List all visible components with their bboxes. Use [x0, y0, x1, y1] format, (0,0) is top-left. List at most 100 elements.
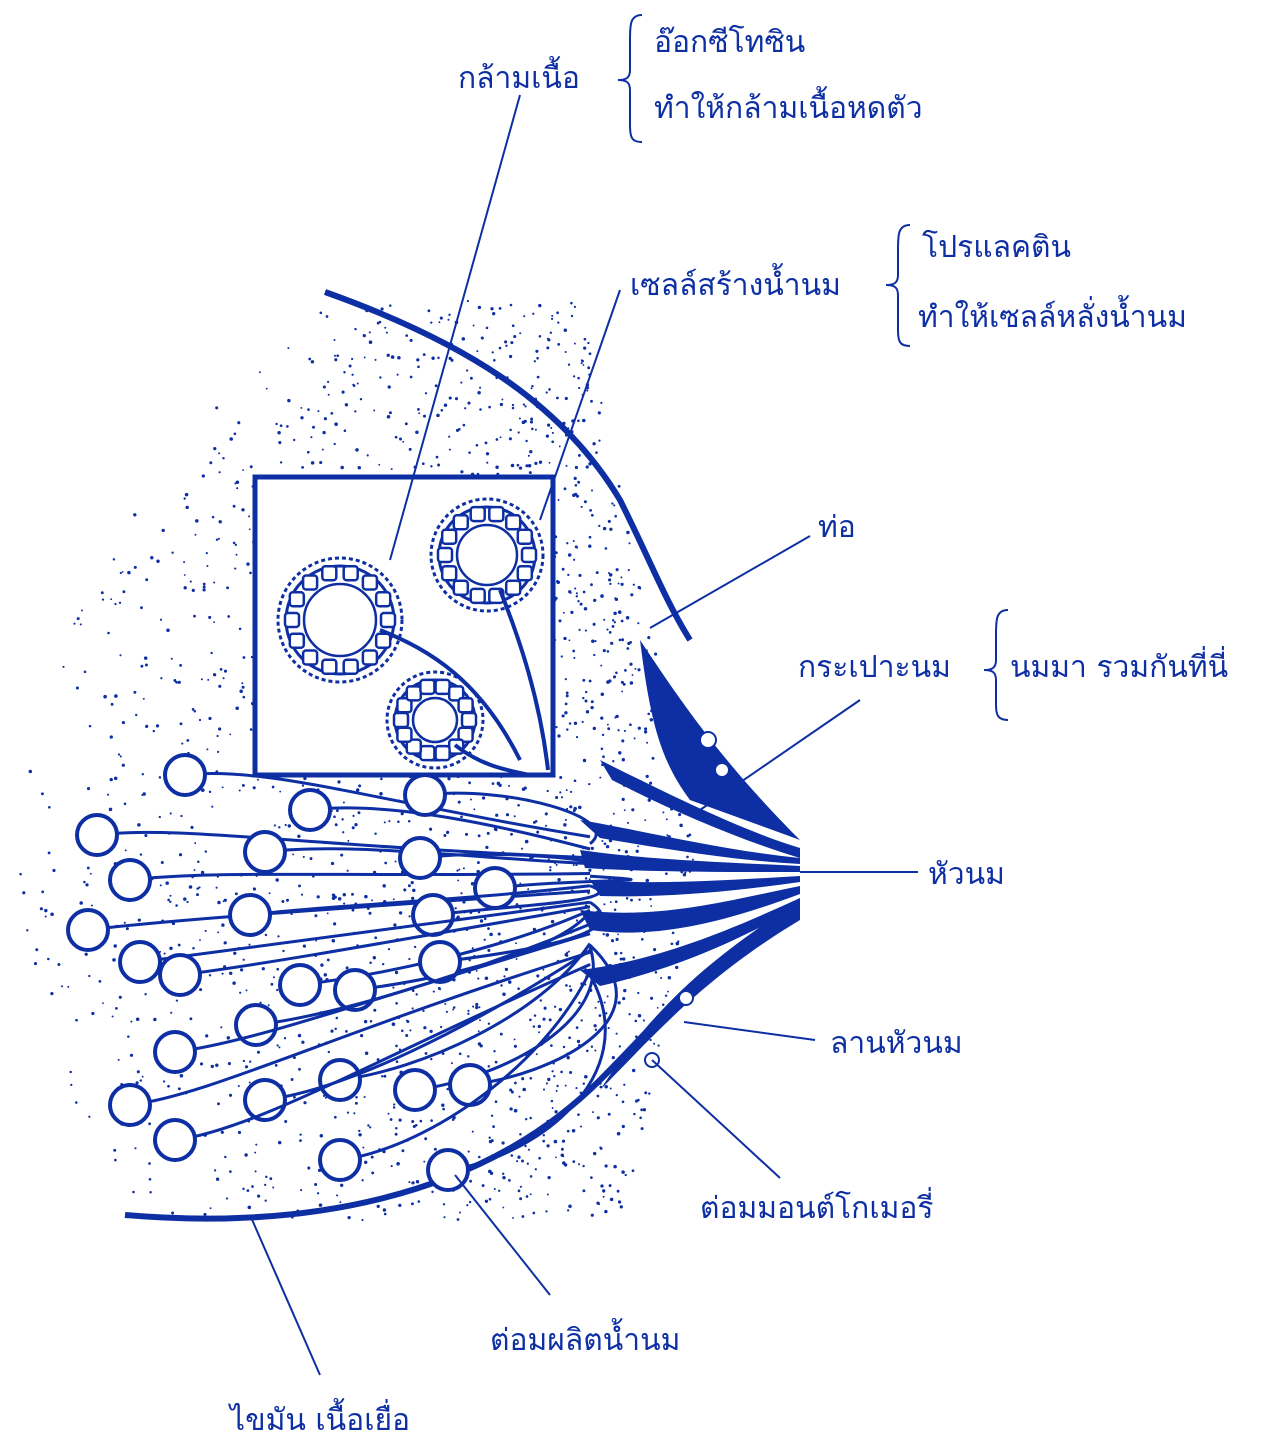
stipple-dot — [297, 835, 300, 838]
stipple-dot — [612, 1056, 615, 1059]
stipple-dot — [409, 448, 412, 451]
stipple-dot — [317, 895, 320, 898]
stipple-dot — [550, 427, 552, 429]
stipple-dot — [44, 909, 47, 912]
stipple-dot — [344, 429, 347, 432]
stipple-dot — [610, 1198, 614, 1202]
stipple-dot — [610, 642, 613, 645]
stipple-dot — [199, 988, 202, 991]
stipple-dot — [217, 901, 221, 905]
stipple-dot — [119, 996, 122, 999]
stipple-dot — [255, 1170, 257, 1172]
stipple-dot — [561, 655, 563, 657]
stipple-dot — [171, 1212, 174, 1215]
stipple-dot — [226, 586, 229, 589]
stipple-dot — [547, 1078, 550, 1081]
alveolus-lumen — [304, 584, 376, 656]
stipple-dot — [606, 629, 608, 631]
stipple-dot — [307, 408, 310, 411]
stipple-dot — [625, 850, 628, 853]
stipple-dot — [509, 1107, 512, 1110]
lobule — [413, 895, 453, 935]
stipple-dot — [615, 715, 618, 718]
stipple-dot — [222, 457, 224, 459]
stipple-dot — [102, 1002, 104, 1004]
milk-secreting-cell — [376, 592, 390, 606]
stipple-dot — [513, 335, 516, 338]
stipple-dot — [514, 1109, 518, 1113]
stipple-dot — [442, 1108, 445, 1111]
stipple-dot — [144, 834, 147, 837]
stipple-dot — [559, 445, 561, 447]
stipple-dot — [515, 942, 517, 944]
stipple-dot — [275, 423, 277, 425]
stipple-dot — [364, 1020, 367, 1023]
stipple-dot — [239, 789, 241, 791]
stipple-dot — [336, 809, 339, 812]
stipple-dot — [525, 464, 528, 467]
stipple-dot — [242, 696, 245, 699]
stipple-dot — [517, 464, 520, 467]
stipple-dot — [592, 442, 595, 445]
stipple-dot — [577, 377, 580, 380]
stipple-dot — [265, 1200, 267, 1202]
stipple-dot — [470, 799, 472, 801]
stipple-dot — [351, 358, 353, 360]
stipple-dot — [203, 588, 206, 591]
stipple-dot — [535, 350, 538, 353]
stipple-dot — [390, 1118, 393, 1121]
stipple-dot — [584, 607, 588, 611]
stipple-dot — [395, 1045, 398, 1048]
stipple-dot — [379, 321, 382, 324]
stipple-dot — [616, 568, 619, 571]
stipple-dot — [607, 727, 610, 730]
stipple-dot — [591, 700, 594, 703]
stipple-dot — [280, 461, 282, 463]
stipple-dot — [585, 630, 587, 632]
stipple-dot — [257, 1051, 260, 1054]
stipple-dot — [303, 944, 306, 947]
stipple-dot — [477, 978, 479, 980]
milk-secreting-cell — [363, 576, 377, 590]
stipple-dot — [140, 606, 143, 609]
stipple-dot — [528, 455, 530, 457]
stipple-dot — [568, 951, 570, 953]
stipple-dot — [343, 903, 345, 905]
stipple-dot — [570, 791, 572, 793]
stipple-dot — [567, 574, 569, 576]
milk-secreting-cell — [506, 581, 520, 595]
stipple-dot — [569, 805, 572, 808]
stipple-dot — [416, 993, 418, 995]
stipple-dot — [597, 1116, 600, 1119]
stipple-dot — [336, 1194, 338, 1196]
stipple-dot — [184, 497, 186, 499]
stipple-dot — [171, 658, 173, 660]
stipple-dot — [405, 1034, 408, 1037]
stipple-dot — [530, 418, 533, 421]
stipple-dot — [576, 1026, 579, 1029]
stipple-dot — [224, 1156, 226, 1158]
stipple-dot — [585, 877, 588, 880]
stipple-dot — [380, 778, 383, 781]
stipple-dot — [592, 1111, 594, 1113]
stipple-dot — [349, 365, 352, 368]
stipple-dot — [556, 397, 559, 400]
stipple-dot — [210, 1207, 212, 1209]
stipple-dot — [384, 327, 386, 329]
stipple-dot — [519, 466, 522, 469]
stipple-dot — [564, 711, 567, 714]
stipple-dot — [460, 815, 463, 818]
stipple-dot — [542, 1018, 545, 1021]
stipple-dot — [269, 1177, 272, 1180]
stipple-dot — [554, 1006, 556, 1008]
stipple-dot — [206, 748, 208, 750]
stipple-dot — [657, 1044, 659, 1046]
stipple-dot — [476, 970, 478, 972]
stipple-dot — [250, 465, 253, 468]
stipple-dot — [530, 420, 533, 423]
lobule — [110, 1085, 150, 1125]
stipple-dot — [417, 365, 420, 368]
stipple-dot — [607, 724, 609, 726]
stipple-dot — [480, 919, 483, 922]
stipple-dot — [634, 668, 636, 670]
